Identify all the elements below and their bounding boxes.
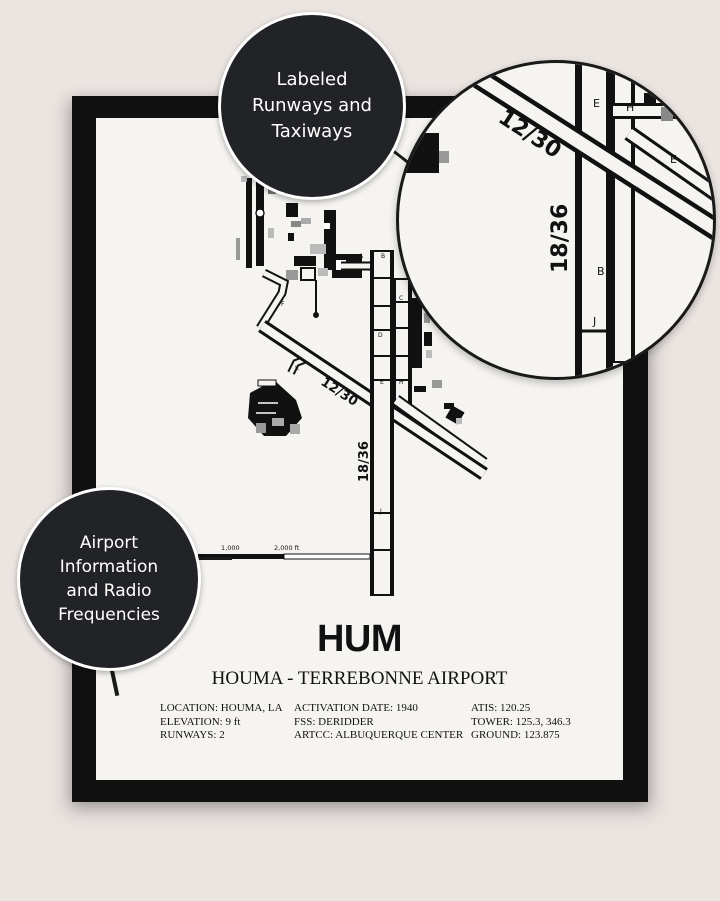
zoom-taxiway-label-j: J bbox=[592, 315, 596, 328]
taxiway-label-h: H bbox=[399, 379, 404, 386]
zoom-runway-label-18-36: 18/36 bbox=[548, 204, 573, 273]
scale-label-mid: 1,000 bbox=[221, 544, 240, 552]
scale-bar: 1,000 2,000 ft bbox=[198, 544, 371, 560]
info-atis: ATIS: 120.25 bbox=[471, 702, 531, 714]
taxiway-label-k: K bbox=[295, 365, 300, 372]
info-column-2: ACTIVATION DATE: 1940 FSS: DERIDDER ARTC… bbox=[294, 702, 463, 743]
zoom-taxiway-label-h: H bbox=[626, 101, 634, 114]
apron-east bbox=[412, 298, 465, 425]
taxiway-label-d: D bbox=[378, 332, 383, 339]
callout-info-line-4: Frequencies bbox=[58, 605, 160, 625]
runway-label-18-36: 18/36 bbox=[357, 441, 372, 482]
taxiway-label-e: E bbox=[380, 379, 384, 386]
zoom-taxiway-label-e1: E bbox=[593, 97, 600, 110]
taxiway-label-b: B bbox=[381, 253, 385, 260]
info-column-1: LOCATION: HOUMA, LA ELEVATION: 9 ft RUNW… bbox=[160, 702, 283, 743]
callout-airport-info: Airport Information and Radio Frequencie… bbox=[17, 487, 201, 671]
callout-info-line-1: Airport bbox=[79, 533, 139, 553]
info-activation-date: ACTIVATION DATE: 1940 bbox=[294, 702, 418, 714]
airport-diagram: 12/30 18/36 A B C D E F H J K 1,000 2,00… bbox=[198, 176, 488, 596]
taxiway-label-j: J bbox=[379, 508, 382, 515]
info-fss: FSS: DERIDDER bbox=[294, 715, 374, 728]
taxiway-label-a: A bbox=[359, 253, 364, 260]
airport-name: HOUMA - TERREBONNE AIRPORT bbox=[211, 668, 508, 689]
scale-label-end: 2,000 ft bbox=[274, 544, 300, 552]
apron-south bbox=[248, 379, 302, 436]
zoom-magnifier: 12/30 18/36 E H E B J bbox=[396, 60, 716, 380]
callout-runways-line-1: Labeled bbox=[276, 69, 348, 90]
leader-line-left bbox=[190, 557, 232, 560]
info-runways: RUNWAYS: 2 bbox=[160, 729, 225, 741]
zoom-taxiway-label-b: B bbox=[597, 265, 605, 278]
callout-runways-line-2: Runways and bbox=[252, 95, 372, 116]
callout-info-line-2: Information bbox=[59, 557, 159, 577]
info-elevation: ELEVATION: 9 ft bbox=[160, 715, 241, 728]
poster-mat: 12/30 18/36 A B C D E F H J K 1,000 2,00… bbox=[96, 118, 623, 780]
taxiway-label-c: C bbox=[399, 295, 403, 302]
info-column-3: ATIS: 120.25 TOWER: 125.3, 346.3 GROUND:… bbox=[471, 702, 571, 743]
callout-runways-taxiways: Labeled Runways and Taxiways bbox=[218, 12, 406, 200]
zoom-diagram: 12/30 18/36 E H E B J bbox=[399, 63, 713, 377]
taxiway-label-f: F bbox=[281, 301, 285, 308]
airport-code: HUM bbox=[316, 618, 403, 660]
callout-info-line-3: and Radio bbox=[66, 581, 152, 601]
runway-18-36 bbox=[370, 250, 394, 596]
info-tower: TOWER: 125.3, 346.3 bbox=[471, 715, 571, 728]
callout-runways-line-3: Taxiways bbox=[271, 121, 353, 142]
zoom-taxiway-label-e2: E bbox=[670, 153, 677, 166]
info-location: LOCATION: HOUMA, LA bbox=[160, 702, 283, 714]
info-ground: GROUND: 123.875 bbox=[471, 729, 560, 741]
info-artcc: ARTCC: ALBUQUERQUE CENTER bbox=[294, 729, 464, 741]
